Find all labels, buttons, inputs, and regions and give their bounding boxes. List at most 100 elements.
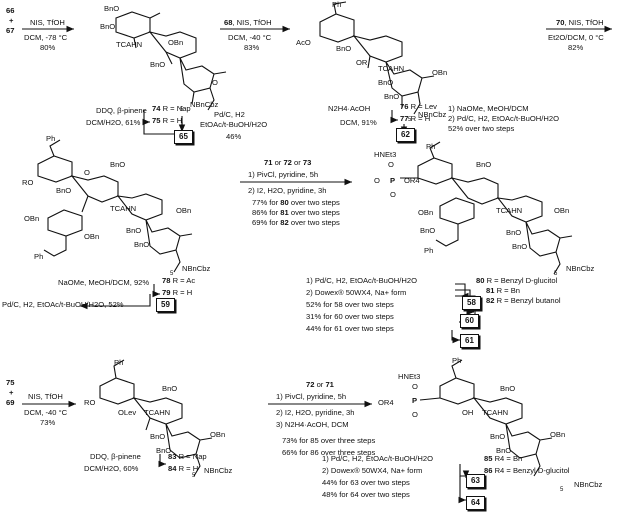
- row2-reactant-a: 71: [264, 158, 273, 167]
- r1-left-pd2: EtOAc/t-BuOH/H2O: [200, 120, 268, 129]
- mol5-label-nbncbz: NBnCbz: [204, 466, 233, 475]
- row3-start-b: 69: [6, 398, 15, 407]
- step1-conditions: DCM, -78 °C: [24, 33, 68, 42]
- row2-yield2-b: 81: [280, 208, 289, 217]
- mol4-label-hnet3: HNEt3: [374, 150, 397, 159]
- molecule-1: [115, 11, 227, 111]
- mol4-label-o-1: O: [388, 160, 394, 169]
- mol3-label-ph: Ph: [46, 134, 56, 143]
- mol4-label-ph: Ph: [426, 142, 436, 151]
- mol5-label-bno-3: BnO: [156, 446, 172, 455]
- r2-right-yield3: 44% for 61 over two steps: [306, 324, 394, 333]
- mol2-label-bno: BnO: [336, 44, 352, 53]
- mol2-label-obn: OBn: [432, 68, 448, 77]
- compound-box-63: 63: [466, 474, 485, 488]
- row3-yield1: 73% for 85 over three steps: [282, 436, 376, 445]
- row2-yield3-a: 69% for: [252, 218, 281, 227]
- step2-yield: 83%: [244, 43, 260, 52]
- mol6-label-o-1: O: [412, 382, 418, 391]
- row2-yield2-a: 86% for: [252, 208, 281, 217]
- r1-right-cond2: DCM, 91%: [340, 118, 377, 127]
- plus-sign: +: [9, 16, 14, 25]
- compound-box-64: 64: [466, 496, 485, 510]
- r2-r4-81: R = Bn: [496, 286, 521, 295]
- row2-reactant-c: 73: [302, 158, 312, 167]
- r2-left-cond1: NaOMe, MeOH/DCM, 92%: [58, 278, 150, 287]
- r3-right-step2: 2) Dowex® 50WX4, Na+ form: [322, 466, 423, 475]
- row3-reactant-b: 71: [325, 380, 334, 389]
- mol4-label-bno-4: BnO: [420, 226, 436, 235]
- row3-plus: +: [9, 388, 14, 397]
- mol1-label-chain-5: 5: [180, 107, 184, 113]
- mol6-label-oh: OH: [462, 408, 474, 417]
- r2-right-yield1: 52% for 58 over two steps: [306, 300, 394, 309]
- molecule-4: [400, 141, 573, 275]
- row3-step3: 3) N2H4·AcOH, DCM: [276, 420, 349, 429]
- r1-left-cond1: DDQ, β-pinene: [96, 106, 147, 115]
- r1-right-cond: N2H4·AcOH: [328, 104, 371, 113]
- mol1-label-bno-left: BnO: [100, 22, 116, 31]
- row2-or-2: or: [291, 158, 303, 167]
- mol5-label-ro: RO: [84, 398, 96, 407]
- mol1-label-nbncbz: NBnCbz: [190, 100, 219, 109]
- compound-box-62: 62: [396, 128, 415, 142]
- mol5-label-bno: BnO: [162, 384, 178, 393]
- step2-reagents: , NIS, TfOH: [232, 18, 272, 27]
- row2-step1: 1) PivCl, pyridine, 5h: [248, 170, 319, 179]
- r1-left-pd1: Pd/C, H2: [214, 110, 245, 119]
- compound-box-65: 65: [174, 130, 193, 144]
- r1-left-cond2: DCM/H2O, 61%: [86, 118, 141, 127]
- r2-r4-80: R = Benzyl D-glucitol: [486, 276, 558, 285]
- mol5-label-olev: OLev: [118, 408, 137, 417]
- mol3-label-bno: BnO: [56, 186, 72, 195]
- r2-right-step2: 2) Dowex® 50WX4, Na+ form: [306, 288, 407, 297]
- mol4-label-o-3: O: [390, 190, 396, 199]
- mol2-label-bno-3: BnO: [384, 92, 400, 101]
- mol6-label-o-2: O: [412, 410, 418, 419]
- r2-right-step1: 1) Pd/C, H2, EtOAc/t-BuOH/H2O: [306, 276, 417, 285]
- r3-right-yield1: 44% for 63 over two steps: [322, 478, 410, 487]
- r2-left-r2-num: 79: [162, 288, 171, 297]
- row2-yield1-a: 77% for: [252, 198, 281, 207]
- r3-r4-86: R4 = Benzyl D-glucitol: [494, 466, 570, 475]
- start-compound-a: 66: [6, 6, 15, 15]
- start-compound-b: 67: [6, 26, 15, 35]
- mol4-label-bno-3: BnO: [512, 242, 528, 251]
- mol6-label-bno-2: BnO: [490, 432, 506, 441]
- r2-r4-82: R = Benzyl butanol: [496, 296, 561, 305]
- step2-reactant: 68: [224, 18, 233, 27]
- mol5-label-obn: OBn: [210, 430, 226, 439]
- r2-left-r1-num: 78: [162, 276, 171, 285]
- r2-r4-81-num: 81: [486, 286, 495, 295]
- mol3-label-obn: OBn: [176, 206, 192, 215]
- mol3-label-bno-3: BnO: [126, 226, 142, 235]
- molecule-6: [419, 359, 553, 477]
- step3-reagents: , NIS, TfOH: [564, 18, 604, 27]
- mol4-label-bno-2: BnO: [506, 228, 522, 237]
- molecule-5: [99, 359, 213, 477]
- mol2-label-bno-2: BnO: [378, 78, 394, 87]
- r3-left-r1-num: 83: [168, 452, 177, 461]
- r1-left-r2: R = H: [162, 116, 183, 125]
- row3-yield2: 66% for 86 over three steps: [282, 448, 376, 457]
- compound-box-59: 59: [156, 298, 175, 312]
- mol2-label-chain-5: 5: [408, 117, 412, 123]
- mol4-label-chain-5: 5: [554, 271, 558, 277]
- mol3-label-bno-2: BnO: [110, 160, 126, 169]
- row3-reactant-a: 72: [306, 380, 315, 389]
- mol6-label-tcahn: TCAHN: [482, 408, 509, 417]
- mol6-label-bno: BnO: [500, 384, 516, 393]
- r1-right-pd2: 2) Pd/C, H2, EtOAc/t-BuOH/H2O: [448, 114, 559, 123]
- r1-left-r1-num: 74: [152, 104, 161, 113]
- mol4-label-tcahn: TCAHN: [496, 206, 523, 215]
- r1-right-r2: R = H: [410, 114, 431, 123]
- r2-left-pd: Pd/C, H2, EtOAc/t-BuOH/H2O, 52%: [2, 300, 124, 309]
- mol5-label-chain-5: 5: [192, 473, 196, 479]
- mol5-label-ph: Ph: [114, 358, 124, 367]
- mol2-label-aco: AcO: [296, 38, 311, 47]
- row2-yield1-c: over two steps: [288, 198, 340, 207]
- mol2-label-nbncbz: NBnCbz: [418, 110, 447, 119]
- row3-step-yield: 73%: [40, 418, 56, 427]
- mol1-label-bno-low: BnO: [150, 60, 166, 69]
